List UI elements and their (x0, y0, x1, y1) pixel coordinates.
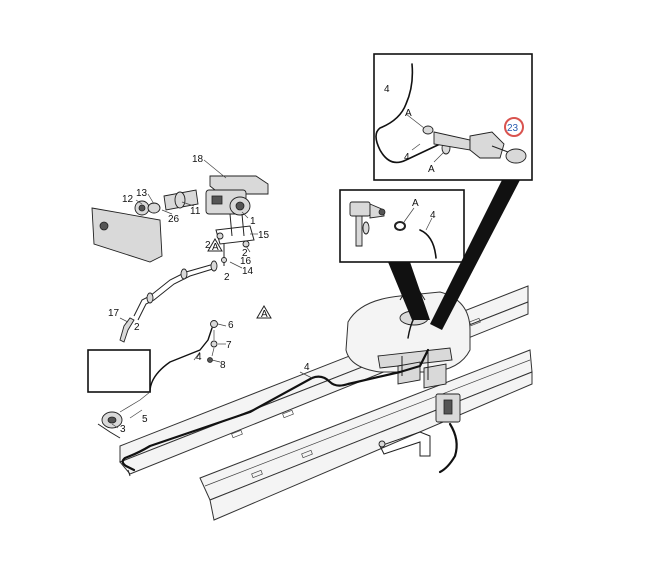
heater-assembly (91, 175, 269, 266)
label-17: 17 (108, 308, 120, 319)
label-15: 15 (258, 230, 270, 241)
inset-pointer-1 (388, 262, 430, 320)
harness-mid (149, 327, 213, 393)
small-fasteners (207, 320, 218, 363)
label-1: 1 (250, 216, 256, 227)
part-label: A (412, 198, 419, 209)
main-cable-4 (128, 348, 430, 458)
frame-slots (231, 317, 481, 479)
part-label: A (212, 242, 219, 253)
part-label: 4 (404, 152, 410, 163)
reference-box (87, 349, 151, 393)
part-labels: 18 13 12 26 11 1 15 2 2 16 14 2 17 2 6 7… (108, 154, 310, 435)
label-14: 14 (242, 266, 254, 277)
part-label: 4 (384, 84, 390, 95)
label-26: 26 (168, 214, 180, 225)
part-label: A (261, 309, 268, 320)
inset-box-2 (373, 53, 533, 181)
label-5: 5 (142, 414, 148, 425)
inset-detail-connector: 4 A 4 A 23 (373, 53, 533, 330)
callout-23-label[interactable]: 23 (507, 123, 519, 134)
warning-triangle-a-upper: A (207, 238, 223, 253)
label-2b: 2 (242, 248, 248, 259)
label-12: 12 (122, 194, 134, 205)
leader-lines (111, 159, 313, 429)
part-label: A (428, 164, 435, 175)
inset-detail-pump: A 4 (339, 189, 465, 320)
label-2c: 2 (224, 272, 230, 283)
label-7: 7 (226, 340, 232, 351)
label-13: 13 (136, 188, 148, 199)
label-4-mid: 4 (196, 352, 202, 363)
callout-23-circle[interactable] (504, 117, 524, 137)
inset-pointer-2 (430, 180, 520, 330)
label-8: 8 (220, 360, 226, 371)
label-16: 16 (240, 256, 252, 267)
label-3: 3 (120, 424, 126, 435)
chassis-frame-rails (119, 285, 533, 521)
hose-assembly (119, 260, 218, 343)
label-2a: 2 (205, 240, 211, 251)
label-6: 6 (228, 320, 234, 331)
label-11: 11 (190, 206, 201, 217)
label-2d: 2 (134, 322, 140, 333)
mounting-bracket (378, 393, 461, 474)
label-4-main: 4 (304, 362, 310, 373)
warning-triangle-a-lower: A (256, 305, 272, 320)
sensor-assembly-3 (97, 391, 151, 439)
label-18: 18 (192, 154, 204, 165)
part-label: A (405, 108, 412, 119)
part-label: 4 (430, 210, 436, 221)
